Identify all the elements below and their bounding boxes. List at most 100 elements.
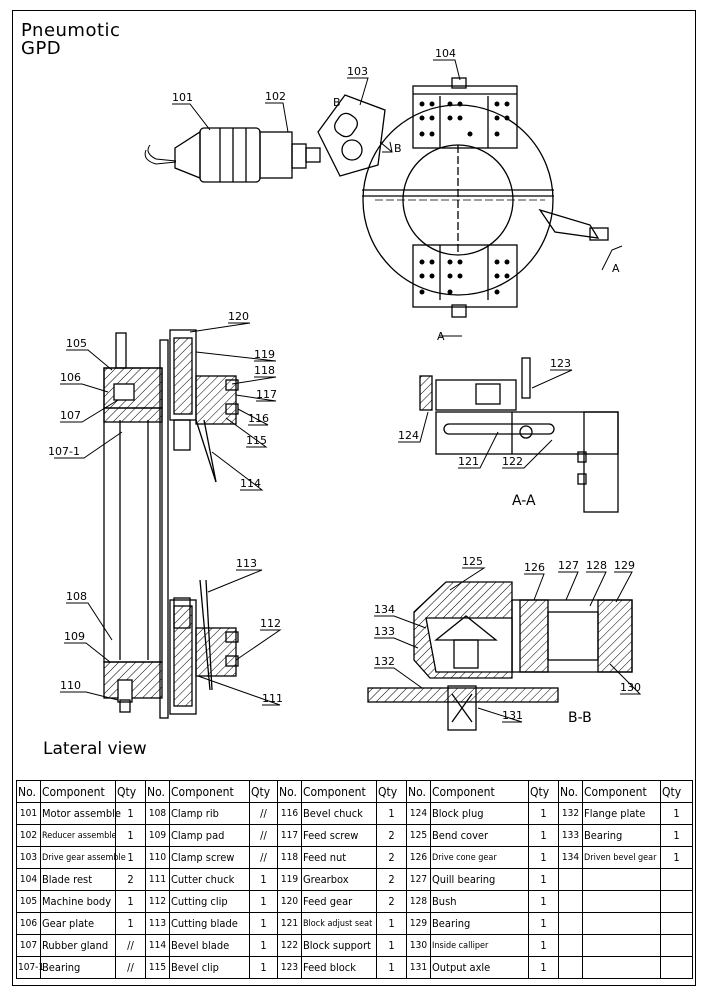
bom-quantity: 1 [528,934,559,957]
bom-quantity: // [249,846,278,869]
bom-component: Driven bevel gear [582,846,661,869]
bom-part-number [558,912,583,935]
bom-part-number: 121 [277,912,302,935]
mark-a-2: A [437,330,445,343]
label-111: 111 [262,692,283,705]
bom-component: Block plug [430,802,529,825]
bom-quantity: 1 [528,846,559,869]
bom-component: Rubber gland [40,934,116,957]
bom-component: Cutting clip [169,890,250,913]
label-116: 116 [248,412,269,425]
bom-part-number: 120 [277,890,302,913]
bom-part-number: 117 [277,824,302,847]
label-127: 127 [558,559,579,572]
bom-part-number [558,890,583,913]
bom-quantity: 1 [249,890,278,913]
label-133: 133 [374,625,395,638]
bom-quantity [660,890,693,913]
bom-component: Bevel blade [169,934,250,957]
bom-quantity: 2 [376,868,407,891]
bom-header-cell: No. [16,780,41,803]
bom-quantity: 1 [660,802,693,825]
bom-component: Cutter chuck [169,868,250,891]
label-110: 110 [60,679,81,692]
section-bb-title: B-B [568,710,592,726]
bom-quantity: 1 [115,890,146,913]
label-121: 121 [458,455,479,468]
bom-component [582,868,661,891]
bom-quantity: 2 [376,824,407,847]
bom-part-number: 129 [406,912,431,935]
bom-quantity [660,912,693,935]
bom-component: Drive cone gear [430,846,529,869]
bom-part-number: 107 [16,934,41,957]
bom-component: Bevel chuck [301,802,377,825]
bom-component: Feed screw [301,824,377,847]
label-101: 101 [172,91,193,104]
lateral-view-title: Lateral view [43,739,147,759]
label-108: 108 [66,590,87,603]
bom-part-number [558,868,583,891]
motor-body [199,127,261,183]
bom-quantity: 1 [528,824,559,847]
bom-part-number: 108 [145,802,170,825]
bom-quantity: 1 [249,934,278,957]
bom-part-number: 128 [406,890,431,913]
bom-component: Block adjust seat [301,912,377,935]
bom-part-number: 115 [145,956,170,979]
bom-component [582,934,661,957]
bom-component: Bend cover [430,824,529,847]
bom-part-number: 107-1 [16,956,44,979]
bom-quantity: 1 [660,824,693,847]
section-aa-title: A-A [512,493,536,509]
bom-quantity: 1 [376,912,407,935]
bom-part-number: 109 [145,824,170,847]
bom-component: Feed nut [301,846,377,869]
label-102: 102 [265,90,286,103]
bom-quantity: 1 [376,934,407,957]
bom-part-number [558,956,583,979]
bom-quantity: 1 [528,912,559,935]
label-131: 131 [502,709,523,722]
bom-component: Grearbox [301,868,377,891]
label-115: 115 [246,434,267,447]
bom-header-cell: No. [145,780,170,803]
bom-component: Inside calliper [430,934,529,957]
bom-quantity: 1 [660,846,693,869]
bom-part-number: 125 [406,824,431,847]
bom-part-number: 101 [16,802,41,825]
label-130: 130 [620,681,641,694]
blade-rest-lower [412,244,518,308]
bom-component: Bearing [40,956,116,979]
bom-component: Feed block [301,956,377,979]
bom-component: Blade rest [40,868,116,891]
bom-quantity: 1 [115,824,146,847]
bom-quantity: 1 [528,802,559,825]
bom-quantity: 2 [376,846,407,869]
bom-quantity: 1 [528,890,559,913]
bom-quantity: 1 [376,956,407,979]
bom-header-cell: Qty [249,780,278,803]
label-104: 104 [435,47,456,60]
reducer [259,131,293,179]
bom-part-number: 124 [406,802,431,825]
label-117: 117 [256,388,277,401]
bom-quantity: 1 [249,956,278,979]
label-129: 129 [614,559,635,572]
bom-component: Bevel clip [169,956,250,979]
title-line-2: GPD [21,38,62,59]
bom-part-number: 106 [16,912,41,935]
bom-part-number: 126 [406,846,431,869]
bom-part-number: 130 [406,934,431,957]
bom-part-number [558,934,583,957]
bom-component: Bearing [582,824,661,847]
bom-component: Gear plate [40,912,116,935]
section-b-b [367,581,633,731]
bom-quantity [660,934,693,957]
bom-component: Block support [301,934,377,957]
